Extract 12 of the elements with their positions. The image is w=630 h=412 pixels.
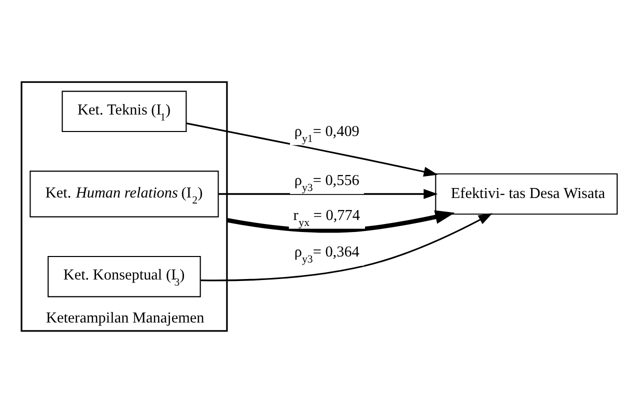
arrow bbox=[186, 122, 438, 176]
edge-label: ρ$_{y3}$= 0,556 bbox=[294, 171, 360, 194]
edge-label: r$_{yx}$ = 0,774 bbox=[293, 206, 360, 228]
arrow bbox=[226, 210, 455, 232]
arrow bbox=[218, 188, 438, 198]
arrow bbox=[200, 212, 493, 281]
edge-label: ρ$_{y1}$= 0,409 bbox=[294, 122, 360, 145]
node-box: Ket. Konseptual (I$_{3}$) bbox=[48, 255, 201, 297]
node-box: Ket. Human relations (I$_{2}$) bbox=[30, 170, 219, 217]
node-box: Ket. Teknis (I$_{1}$) bbox=[62, 90, 187, 132]
edge-label: ρ$_{y3}$= 0,364 bbox=[294, 243, 360, 266]
node-box: Efektivi- tas Desa Wisata bbox=[435, 172, 618, 214]
